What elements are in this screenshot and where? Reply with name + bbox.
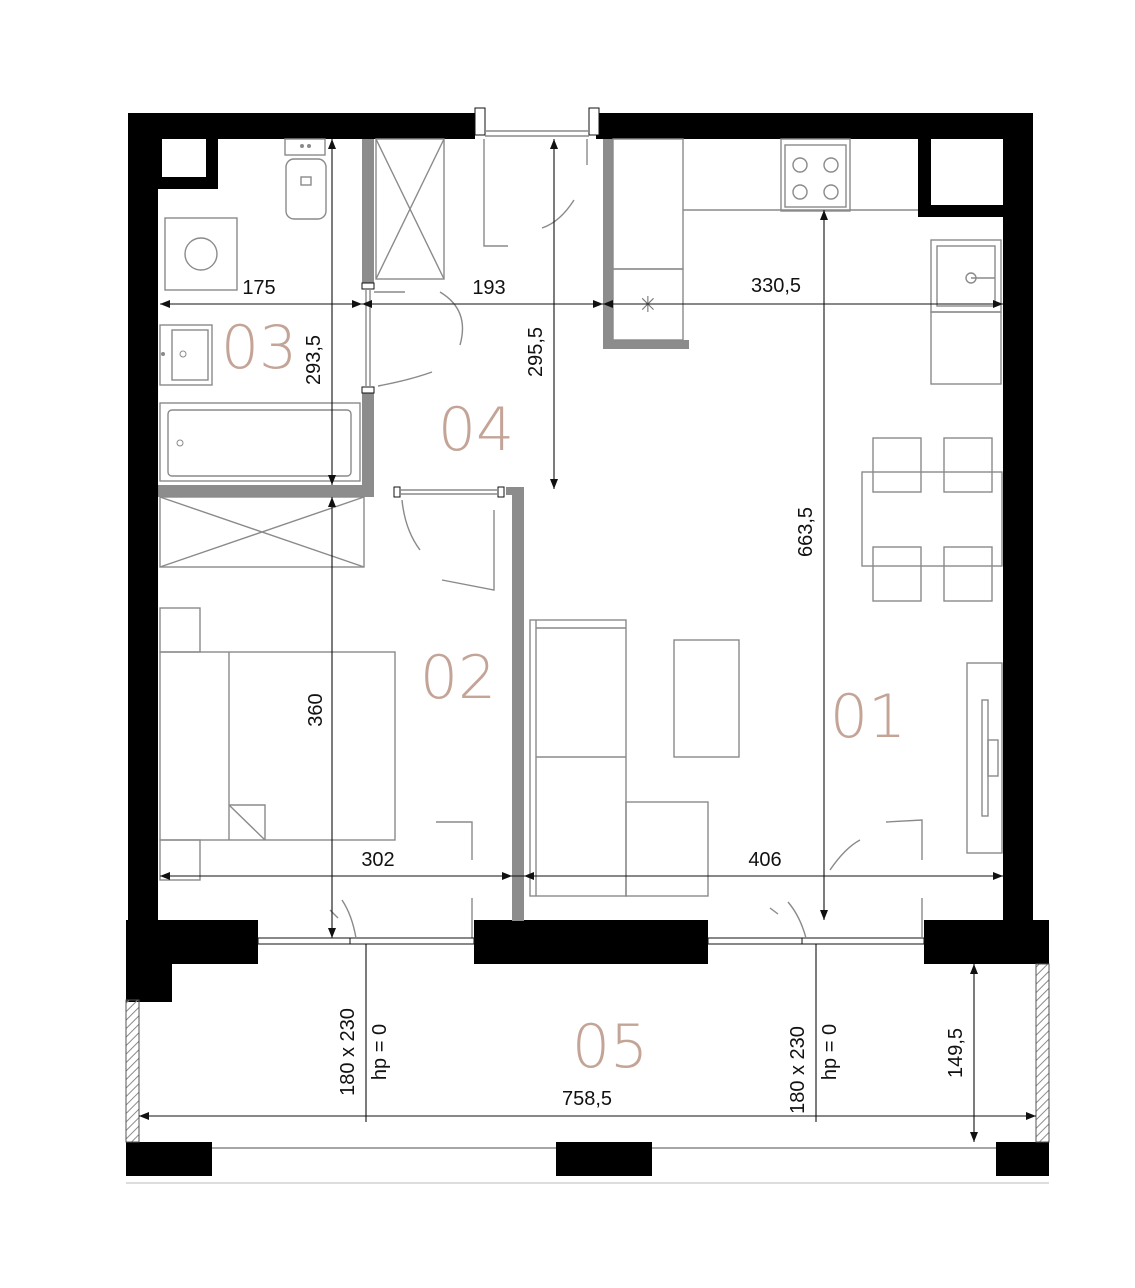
room-label-03: 03 (221, 313, 297, 383)
dim-living-height: 663,5 (795, 507, 817, 557)
balcony-side-walls (125, 963, 1050, 1184)
tv-unit-icon (966, 662, 1003, 854)
bathtub-icon (159, 402, 361, 482)
cooktop-icon (780, 138, 851, 212)
sofa-icon (529, 619, 709, 897)
room-label-01: 01 (830, 682, 906, 752)
bedroom-furniture (159, 496, 473, 938)
partition-walls (158, 139, 689, 921)
room-label-04: 04 (438, 395, 514, 465)
wardrobe-icon (159, 496, 365, 568)
room-label-05: 05 (572, 1012, 648, 1082)
dim-bedroom-height: 360 (305, 693, 327, 726)
hall-doors (361, 282, 505, 591)
dim-balcony-width: 758,5 (562, 1088, 612, 1110)
dim-hall-height: 295,5 (525, 327, 547, 377)
entrance-door (474, 107, 600, 247)
outer-walls (126, 113, 1049, 1176)
shower-icon (375, 138, 445, 280)
kitchen-sink-icon (930, 239, 1002, 385)
door-size-right: 180 x 230 (787, 1026, 809, 1114)
door-hp-left: hp = 0 (369, 1024, 391, 1080)
dimension-lines (139, 139, 1036, 1142)
bed-icon (159, 607, 396, 881)
dim-hall-width: 193 (472, 277, 505, 299)
room-labels: 01 02 03 04 05 (221, 313, 906, 1082)
toilet-icon (284, 138, 327, 220)
dimension-labels: 175 193 330,5 293,5 295,5 663,5 360 302 … (242, 275, 967, 1114)
washing-machine-icon (164, 217, 238, 291)
balcony-doors (257, 819, 925, 945)
dim-balcony-depth: 149,5 (945, 1028, 967, 1078)
dim-kitchen-width: 330,5 (751, 275, 801, 297)
dim-bath-width: 175 (242, 277, 275, 299)
dim-bedroom-width: 302 (361, 849, 394, 871)
bathroom-fixtures (159, 138, 445, 482)
dim-bath-height: 293,5 (303, 335, 325, 385)
door-hp-right: hp = 0 (819, 1024, 841, 1080)
dim-living-width: 406 (748, 849, 781, 871)
svg-text:✳: ✳ (639, 293, 657, 318)
dining-table-icon (861, 437, 1003, 602)
room-label-02: 02 (420, 643, 496, 713)
coffee-table-icon (673, 639, 740, 758)
washbasin-icon (159, 324, 213, 386)
door-size-left: 180 x 230 (337, 1008, 359, 1096)
